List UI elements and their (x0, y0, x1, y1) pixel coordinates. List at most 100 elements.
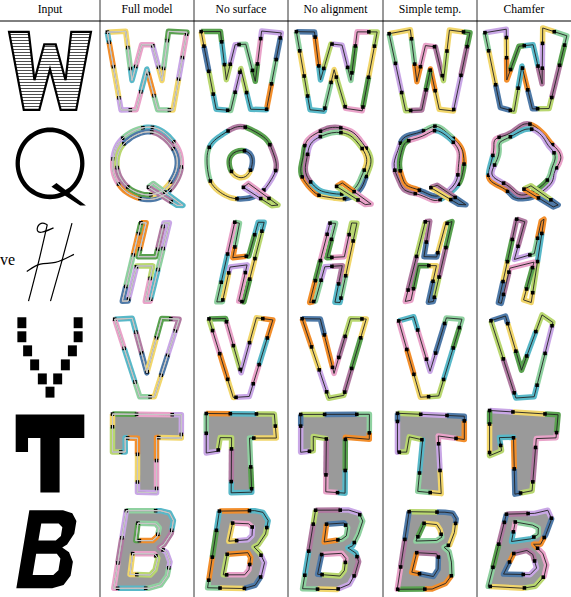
fitted-curve (524, 186, 558, 207)
segment-break (555, 431, 559, 435)
segment-break (265, 107, 269, 111)
segment-break (235, 197, 239, 201)
curve-segment (122, 223, 169, 302)
curve-segment (485, 28, 567, 111)
segment-break (436, 251, 440, 255)
curve-segment (303, 510, 363, 590)
curve-segment (208, 511, 269, 589)
curve-segment (389, 30, 470, 111)
fitted-curve (302, 319, 366, 399)
segment-break (367, 75, 371, 79)
fitted-curve (301, 127, 371, 199)
fitted-curve (397, 512, 456, 590)
segment-break (337, 282, 341, 286)
curve-segment (310, 223, 357, 303)
segment-break (398, 169, 402, 173)
curve-segment (207, 126, 276, 198)
curve-segment (114, 511, 174, 589)
curve-segment (305, 132, 366, 194)
curve-segment (208, 511, 269, 589)
input-pixel (46, 387, 55, 398)
segment-break (440, 74, 444, 78)
curve-segment (206, 413, 276, 492)
curve-segment (208, 511, 269, 589)
segment-break (343, 390, 347, 394)
curve-segment (229, 150, 252, 177)
segment-break (216, 448, 220, 452)
segment-break (505, 36, 509, 40)
curve-segment (107, 31, 187, 110)
segment-break (463, 419, 467, 423)
segment-break (253, 233, 257, 237)
segment-break (549, 198, 553, 202)
curve-segment (201, 31, 281, 111)
segment-break (221, 298, 225, 302)
segment-break (344, 523, 348, 527)
outline-guide (302, 319, 366, 399)
curve-segment (296, 32, 377, 112)
result-glyph (115, 317, 273, 399)
curve-segment (115, 318, 179, 396)
curve-segment (112, 414, 181, 493)
outline-guide (397, 512, 456, 590)
result-glyph (107, 30, 282, 112)
input-pixel (23, 345, 32, 356)
outline-guide (229, 150, 252, 177)
segment-break (416, 535, 420, 539)
segment-break (428, 68, 432, 72)
segment-break (418, 188, 422, 192)
segment-break (255, 412, 259, 416)
curve-segment (337, 183, 372, 205)
column-header: No alignment (288, 2, 383, 18)
curve-segment (324, 523, 348, 542)
segment-break (536, 260, 540, 264)
curve-segment (397, 512, 456, 590)
segment-break (516, 245, 520, 249)
segment-break (237, 43, 241, 47)
fitted-curve (112, 414, 181, 493)
segment-break (445, 222, 449, 226)
curve-segment (405, 221, 452, 302)
curve-segment (389, 30, 470, 111)
input-fill (16, 510, 76, 588)
result-glyph (115, 315, 554, 398)
fitted-curve (229, 150, 252, 177)
curve-segment (301, 127, 371, 199)
segment-break (512, 552, 516, 556)
result-glyph (122, 217, 544, 303)
segment-break (393, 168, 397, 172)
segment-break (531, 266, 535, 270)
segment-break (419, 413, 423, 417)
curve-segment (303, 510, 363, 590)
segment-break (489, 319, 493, 323)
outline-guide (217, 222, 264, 302)
curve-segment (107, 31, 187, 110)
curve-segment (302, 319, 366, 399)
segment-break (423, 220, 427, 224)
curve-segment (217, 222, 264, 302)
segment-break (488, 422, 492, 426)
curve-segment (112, 414, 181, 493)
curve-segment (337, 183, 372, 205)
input-underlay (122, 223, 169, 302)
input-underlay (107, 31, 187, 110)
curve-segment (485, 28, 567, 111)
segment-break (316, 587, 320, 591)
segment-break (279, 36, 283, 40)
curve-segment (115, 318, 179, 396)
segment-break (542, 536, 546, 540)
curve-segment (492, 129, 555, 195)
curve-segment (302, 319, 366, 399)
result-glyph (115, 317, 367, 398)
curve-segment (397, 413, 464, 493)
curve-segment (296, 32, 377, 112)
curve-segment (394, 126, 464, 200)
curve-segment (504, 550, 537, 574)
curve-segment (201, 31, 281, 111)
result-glyph (114, 509, 174, 590)
segment-break (519, 491, 523, 495)
curve-segment (296, 32, 377, 112)
input-underlay (114, 511, 174, 589)
curve-segment (397, 413, 464, 493)
